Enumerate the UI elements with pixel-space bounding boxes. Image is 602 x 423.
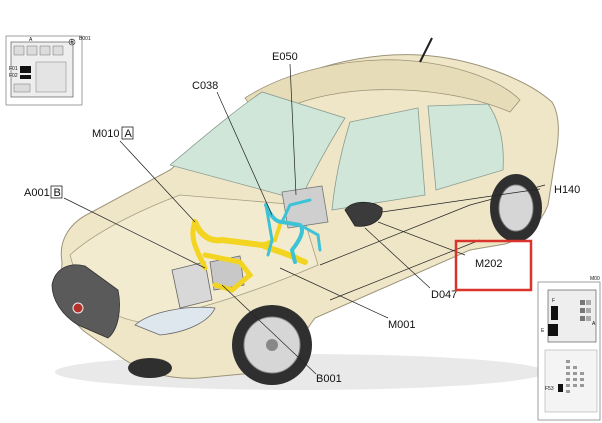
- inset-left-fuse-2: F02: [9, 73, 18, 79]
- inset-right-letter-f: F: [552, 298, 555, 304]
- callout-labels: E050 C038 M010 A A001 B H140 M202 D047 M…: [24, 51, 580, 385]
- label-c038: C038: [192, 80, 218, 92]
- inset-left-fuse-1: F01: [9, 66, 18, 72]
- label-h140: H140: [554, 184, 580, 196]
- inset-right-fuse: F53: [545, 386, 554, 392]
- label-b001: B001: [316, 373, 342, 385]
- m202-highlight-box: [454, 239, 533, 292]
- wiring-harness-cyan: [264, 198, 322, 264]
- label-m202: M202: [475, 258, 503, 270]
- inset-right-letter-a: A: [592, 321, 596, 327]
- label-d047: D047: [431, 289, 457, 301]
- inset-fuse-box-right: M00 F E A F53: [537, 276, 601, 421]
- label-m001: M001: [388, 319, 416, 331]
- front-wheel: [232, 305, 312, 385]
- engine-components: [171, 185, 329, 309]
- inset-right-code: M00: [590, 276, 600, 282]
- label-a001: A001: [24, 187, 50, 199]
- label-e050: E050: [272, 51, 298, 63]
- label-m010-box: A: [125, 128, 133, 140]
- inset-left-letter-a: A: [29, 37, 33, 43]
- inset-left-letter-b: B: [71, 40, 75, 46]
- label-m010: M010: [92, 128, 120, 140]
- rear-wheel: [490, 174, 542, 242]
- inset-left-code: B001: [79, 36, 91, 42]
- inset-fuse-box-left: B001 A B F01 F02: [5, 35, 91, 106]
- leader-lines: [63, 63, 541, 375]
- inset-right-letter-e: E: [541, 328, 545, 334]
- wiring-harness-yellow: [190, 219, 308, 293]
- label-a001-box: B: [54, 187, 61, 199]
